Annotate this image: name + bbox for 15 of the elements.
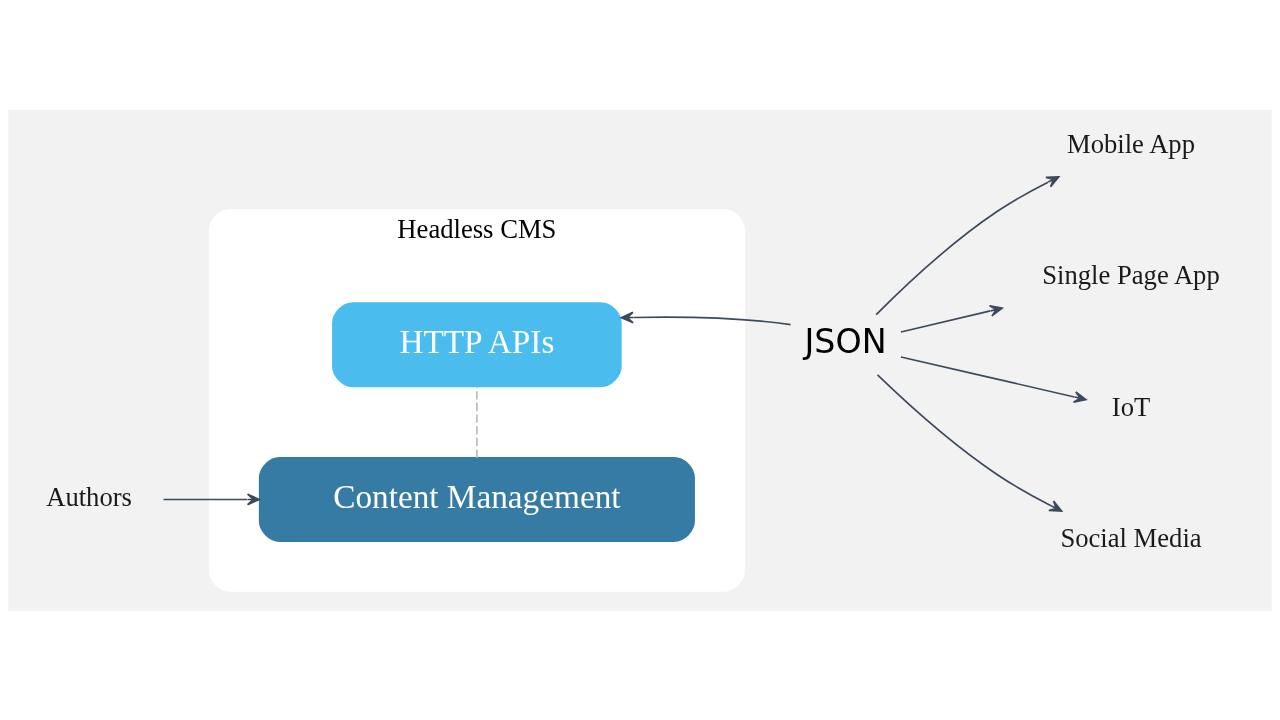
arrow	[900, 355, 1087, 403]
arrow	[876, 373, 1063, 512]
arrow	[900, 304, 1003, 333]
node-text: Mobile App	[1067, 128, 1195, 159]
connector	[476, 385, 478, 459]
node-text: JSON	[804, 321, 887, 361]
arrow	[875, 175, 1060, 315]
node-text: Single Page App	[1042, 259, 1220, 290]
node-box: HTTP APIs	[332, 301, 622, 387]
node-text: Social Media	[1060, 522, 1202, 553]
arrow	[162, 492, 261, 506]
node-text: Authors	[46, 481, 132, 512]
arrow	[620, 310, 792, 325]
node-box: Content Management	[258, 456, 695, 542]
node-text: IoT	[1111, 391, 1151, 422]
